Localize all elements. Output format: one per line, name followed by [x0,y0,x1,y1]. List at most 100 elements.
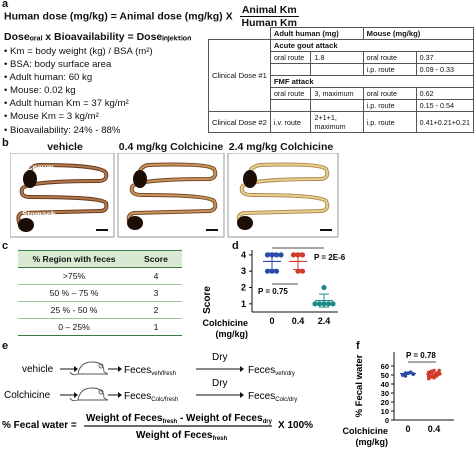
formula-human-dose: Human dose (mg/kg) = Animal dose (mg/kg)… [4,4,299,29]
fmf-header: FMF attack [269,75,474,88]
score-value: 1 [130,318,182,336]
feces-colc-dry: FecesColc/dry [248,391,297,403]
intestine-low [126,162,218,225]
col-score-header: Score [130,250,182,268]
d-ytick-label: 2 [241,283,246,293]
col-adult-human: Adult human (mg) [269,27,364,40]
eq-rhs: X 100% [278,420,313,431]
stomach-vehicle [18,218,34,232]
f-ytick-label: 0 [385,416,389,425]
clinical-dose-2: Clinical Dose #2 [208,111,271,133]
definition-item: • Mouse Km = 3 kg/m² [4,111,99,123]
definition-item: • Adult human: 60 kg [4,72,93,84]
cecum-label: Cecum [27,163,54,172]
col-mouse: Mouse (mg/kg) [362,27,474,40]
f-data-point [437,368,441,373]
d-data-point [321,284,327,291]
panel-label-b: b [2,137,9,149]
dry-label: Dry [212,352,228,363]
scale-bar [96,229,108,231]
panel-label-d: d [232,240,239,252]
mouse-icon [69,361,109,376]
col-region-header: % Region with feces [18,250,130,268]
f-xlabel: Colchicine [342,426,388,436]
f-ytick-label: 40 [381,380,389,389]
d-data-point [278,252,284,258]
vehicle-title: vehicle [47,141,83,153]
f-marks [400,368,442,381]
feces-colc-fresh: FecesColc/fresh [124,391,178,403]
d-ytick-label: 1 [241,299,246,309]
definition-item: • Mouse: 0.02 kg [4,85,76,97]
cecum-vehicle [23,170,37,188]
score-value: 2 [130,301,182,319]
km-fraction: Animal Km Human Km [239,4,299,29]
d-yticks: 1 2 3 4 [241,250,252,309]
d-data-point [330,301,336,307]
dry-label: Dry [212,378,228,389]
f-xlabel-unit: (mg/kg) [356,437,389,447]
fraction-numerator: Animal Km [239,4,299,17]
score-region: >75% [18,267,130,285]
panel-label-f: f [356,340,360,352]
f-data-point [427,375,431,379]
colchicine-label: Colchicine [4,390,51,401]
score-region: 0 – 25% [18,318,130,336]
f-ytick-label: 50 [381,371,389,380]
stomach-label: Stomach [22,210,56,219]
f-ytick-label: 10 [381,407,389,416]
f-xtick: 0 [405,424,410,434]
panel-label-e: e [2,340,9,352]
definition-item: • Bioavailability: 24% - 88% [4,124,121,136]
f-data-point [434,374,439,378]
intestine-high [236,162,330,225]
formula-lhs: Human dose (mg/kg) = Animal dose (mg/kg)… [4,10,233,23]
score-table: % Region with feces Score >75%4 50 % – 7… [18,250,182,336]
d-p-inner: P = 0.75 [258,287,288,296]
d-xtick: 0 [269,316,274,326]
score-region: 25 % - 50 % [18,301,130,319]
panel-label-c: c [2,240,9,252]
f-data-point [432,375,436,380]
intestine-vehicle [16,162,109,227]
definitions-list: • Km = body weight (kg) / BSA (m²) • BSA… [4,45,153,137]
d-ytick-label: 3 [241,266,246,276]
d-ylabel: Score [202,286,213,314]
f-ylabel: % Fecal water [354,354,365,417]
d-data-point [312,301,318,307]
d-xtick: 0.4 [292,316,305,326]
score-value: 4 [130,267,182,285]
eq-lhs: % Fecal water = [2,420,77,431]
d-p-top: P = 2E-6 [314,253,346,262]
gut-photos: Cecum Stomach [10,153,339,238]
definition-item: • Adult human Km = 37 kg/m² [4,98,129,110]
eq-numerator: Weight of Fecesfresh - Weight of Fecesdr… [86,413,273,425]
mouse-icon [69,387,109,402]
feces-veh-dry: Fecesveh/dry [248,365,295,377]
d-marks [263,252,336,308]
score-region: 50 % – 75 % [18,284,130,302]
clinical-dose-1: Clinical Dose #1 [208,39,271,112]
f-data-point [432,368,436,373]
f-ytick-label: 30 [381,389,389,398]
colchicine-low-title: 0.4 mg/kg Colchicine [118,141,224,153]
d-xlabel-unit: (mg/kg) [216,329,249,339]
f-ytick-label: 60 [381,362,389,371]
colchicine-high-title: 2.4 mg/kg Colchicine [228,141,334,153]
fecal-water-scheme: vehicle Colchicine Fecesveh/fresh FecesC… [2,352,313,442]
feces-veh-fresh: Fecesveh/fresh [124,365,176,377]
d-data-point [316,301,323,307]
dose-table: Adult human (mg) Mouse (mg/kg) Clinical … [208,27,474,133]
d-ytick-label: 4 [241,250,246,260]
f-p: P = 0.78 [406,351,436,360]
acute-gout-header: Acute gout attack [269,39,474,52]
d-data-point [325,301,332,307]
vehicle-label: vehicle [22,364,54,375]
fraction-denominator: Human Km [241,17,297,29]
d-xtick: 2.4 [318,316,331,326]
formula-bioavailability: Doseₒᵣₐₗ x Bioavailability = Doseᵢₙⱼₑₖₜᵢ… [4,31,192,43]
f-ytick-label: 20 [381,398,389,407]
